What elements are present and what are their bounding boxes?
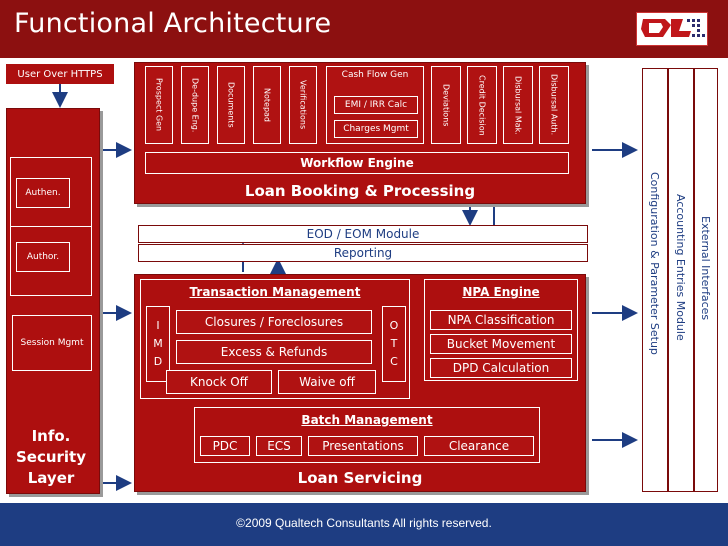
module-dedupe: De-dupe Eng. xyxy=(181,66,209,144)
accounting-entries-column xyxy=(668,68,694,492)
eod-eom-bar: EOD / EOM Module xyxy=(138,225,588,243)
author-group xyxy=(10,226,92,296)
external-interfaces-column xyxy=(694,68,718,492)
module-credit-decision: Credit Decision xyxy=(467,66,497,144)
batch-presentations-box: Presentations xyxy=(308,436,418,456)
module-deviations: Deviations xyxy=(431,66,461,144)
batch-clearance-box: Clearance xyxy=(424,436,534,456)
closures-box: Closures / Foreclosures xyxy=(176,310,372,334)
knock-off-box: Knock Off xyxy=(166,370,272,394)
batch-mgmt-group xyxy=(194,407,540,463)
dpd-calculation-box: DPD Calculation xyxy=(430,358,572,378)
npa-classification-box: NPA Classification xyxy=(430,310,572,330)
transaction-mgmt-title: Transaction Management xyxy=(189,285,361,299)
workflow-engine-bar: Workflow Engine xyxy=(145,152,569,174)
info-security-label: Info. Security Layer xyxy=(15,426,87,487)
user-https-label: User Over HTTPS xyxy=(6,64,114,84)
batch-ecs-box: ECS xyxy=(256,436,302,456)
module-disbursal-auth: Disbursal Auth. xyxy=(539,66,569,144)
config-parameter-column xyxy=(642,68,668,492)
loan-booking-title: Loan Booking & Processing xyxy=(244,182,476,200)
imd-box: I M D xyxy=(146,306,170,382)
cash-flow-group xyxy=(326,66,424,144)
footer-bar xyxy=(0,503,728,546)
external-interfaces-label: External Interfaces xyxy=(699,216,712,321)
page-title: Functional Architecture xyxy=(14,8,332,39)
npa-engine-group xyxy=(424,279,578,381)
charges-mgmt-box: Charges Mgmt xyxy=(334,120,418,138)
module-documents: Documents xyxy=(217,66,245,144)
authen-box: Authen. xyxy=(16,178,70,208)
accounting-entries-label: Accounting Entries Module xyxy=(674,194,687,341)
session-mgmt-box: Session Mgmt xyxy=(12,315,92,371)
otc-box: O T C xyxy=(382,306,406,382)
module-prospect-gen: Prospect Gen xyxy=(145,66,173,144)
bucket-movement-box: Bucket Movement xyxy=(430,334,572,354)
batch-mgmt-title: Batch Management xyxy=(301,413,433,427)
config-parameter-label: Configuration & Parameter Setup xyxy=(648,172,661,355)
copyright-text: ©2009 Qualtech Consultants All rights re… xyxy=(236,516,492,530)
npa-engine-title: NPA Engine xyxy=(462,285,540,299)
module-verifications: Verifications xyxy=(289,66,317,144)
module-disbursal-mak: Disbursal Mak. xyxy=(503,66,533,144)
cash-flow-label: Cash Flow Gen xyxy=(341,70,409,80)
batch-pdc-box: PDC xyxy=(200,436,250,456)
module-notepad: Notepad xyxy=(253,66,281,144)
company-logo xyxy=(636,12,708,46)
author-box: Author. xyxy=(16,242,70,272)
transaction-mgmt-group xyxy=(140,279,410,399)
info-security-panel xyxy=(6,108,100,494)
reporting-bar: Reporting xyxy=(138,244,588,262)
excess-refunds-box: Excess & Refunds xyxy=(176,340,372,364)
loan-servicing-title: Loan Servicing xyxy=(297,469,423,487)
header-bar xyxy=(0,0,728,58)
emi-irr-box: EMI / IRR Calc xyxy=(334,96,418,114)
waive-off-box: Waive off xyxy=(278,370,376,394)
